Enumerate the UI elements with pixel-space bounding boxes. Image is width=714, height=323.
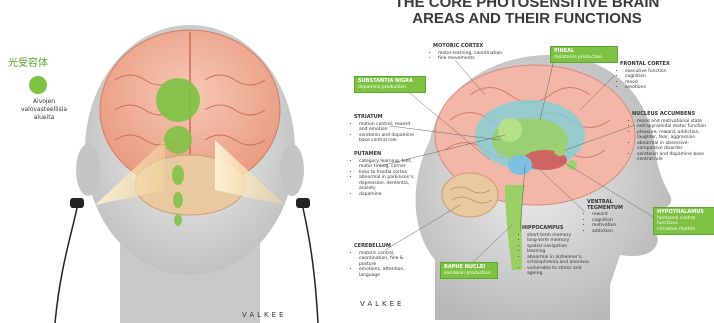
- region-item: abnormal in obsessive-compulsive disorde…: [637, 141, 712, 152]
- region-heading: VENTRAL TEGMENTUM: [587, 200, 637, 211]
- region-substantia-nigra: SUBSTANTIA NIGRA dopamine production: [354, 76, 426, 93]
- region-hypothalamus: HYPOTHALAMUS hormonal control functions …: [653, 207, 714, 235]
- region-striatum: STRIATUM motion control, reward and emot…: [354, 115, 416, 144]
- region-heading: PUTAMEN: [354, 152, 418, 158]
- region-pineal: PINEAL melatonin production: [550, 46, 618, 63]
- region-motoric-cortex: MOTORIC CORTEX motor-learning, coordinat…: [433, 44, 503, 62]
- brand-logo-left: VALKEE: [242, 311, 286, 319]
- title-line-2: AREAS AND THEIR FUNCTIONS: [340, 10, 714, 27]
- region-heading: HIPPOCAMPUS: [522, 226, 592, 232]
- region-item: dopamine production: [358, 85, 406, 90]
- region-item: abnormal in parkinson's, depression, dem…: [359, 175, 418, 192]
- region-heading: HYPOTHALAMUS: [657, 210, 712, 216]
- left-panel: 光受容体 Aivojen valovasteellisia alueita VA…: [0, 0, 340, 323]
- region-ventral-tegmentum: VENTRAL TEGMENTUM reward cognition motiv…: [587, 200, 637, 234]
- region-item: motoric control, coordination, fine & po…: [359, 251, 418, 268]
- region-item: motion control, reward and emotion: [359, 122, 416, 133]
- region-frontal-cortex: FRONTAL CORTEX executive function cognit…: [620, 62, 690, 91]
- region-item: pleasure, reward, addiction, laughter, f…: [637, 130, 712, 141]
- region-raphe-nuclei: RAPHE NUCLEI serotonin production: [440, 262, 498, 279]
- region-hippocampus: HIPPOCAMPUS short-term memory long-term …: [522, 226, 592, 277]
- region-item: melatonin production: [554, 55, 602, 60]
- region-item: emotions, attention, language: [359, 267, 418, 278]
- region-item: category learning, feet, motor timing, c…: [359, 159, 418, 170]
- region-item: abnormal in alzheimer's, schizophrenia a…: [527, 255, 592, 266]
- brain-back-illustration: [0, 0, 340, 323]
- right-panel: THE CORE PHOTOSENSITIVE BRAIN AREAS AND …: [340, 0, 714, 323]
- region-item: hormonal control functions: [657, 216, 712, 227]
- region-item: serotonin and dopamine base central role: [637, 152, 712, 163]
- region-item: vulnerable to stress and ageing: [527, 266, 592, 277]
- region-putamen: PUTAMEN category learning, feet, motor t…: [354, 152, 418, 197]
- region-item: dopamine: [359, 192, 418, 198]
- region-item: circadian rhythm: [657, 227, 712, 233]
- legend-text: Aivojen valovasteellisia alueita: [14, 98, 74, 122]
- region-heading: STRIATUM: [354, 115, 416, 121]
- region-nucleus-accumbens: NUCLEUS ACCUMBENS mood and motivational …: [632, 112, 712, 163]
- region-item: addiction: [592, 229, 637, 235]
- region-heading: NUCLEUS ACCUMBENS: [632, 112, 712, 118]
- region-item: emotions: [625, 85, 690, 91]
- brand-logo-right: VALKEE: [360, 300, 404, 308]
- region-item: serotonin and dopamine base central role: [359, 133, 416, 144]
- legend-dot-icon: [29, 76, 47, 94]
- region-heading: MOTORIC CORTEX: [433, 44, 503, 50]
- region-heading: FRONTAL CORTEX: [620, 62, 690, 68]
- region-item: fine movements: [438, 56, 503, 62]
- region-cerebellum: CEREBELLUM motoric control, coordination…: [354, 244, 418, 278]
- region-item: serotonin production: [444, 271, 491, 276]
- region-item: extrapyramidal motor function: [637, 124, 712, 130]
- legend-title: 光受容体: [8, 54, 48, 69]
- region-heading: CEREBELLUM: [354, 244, 418, 250]
